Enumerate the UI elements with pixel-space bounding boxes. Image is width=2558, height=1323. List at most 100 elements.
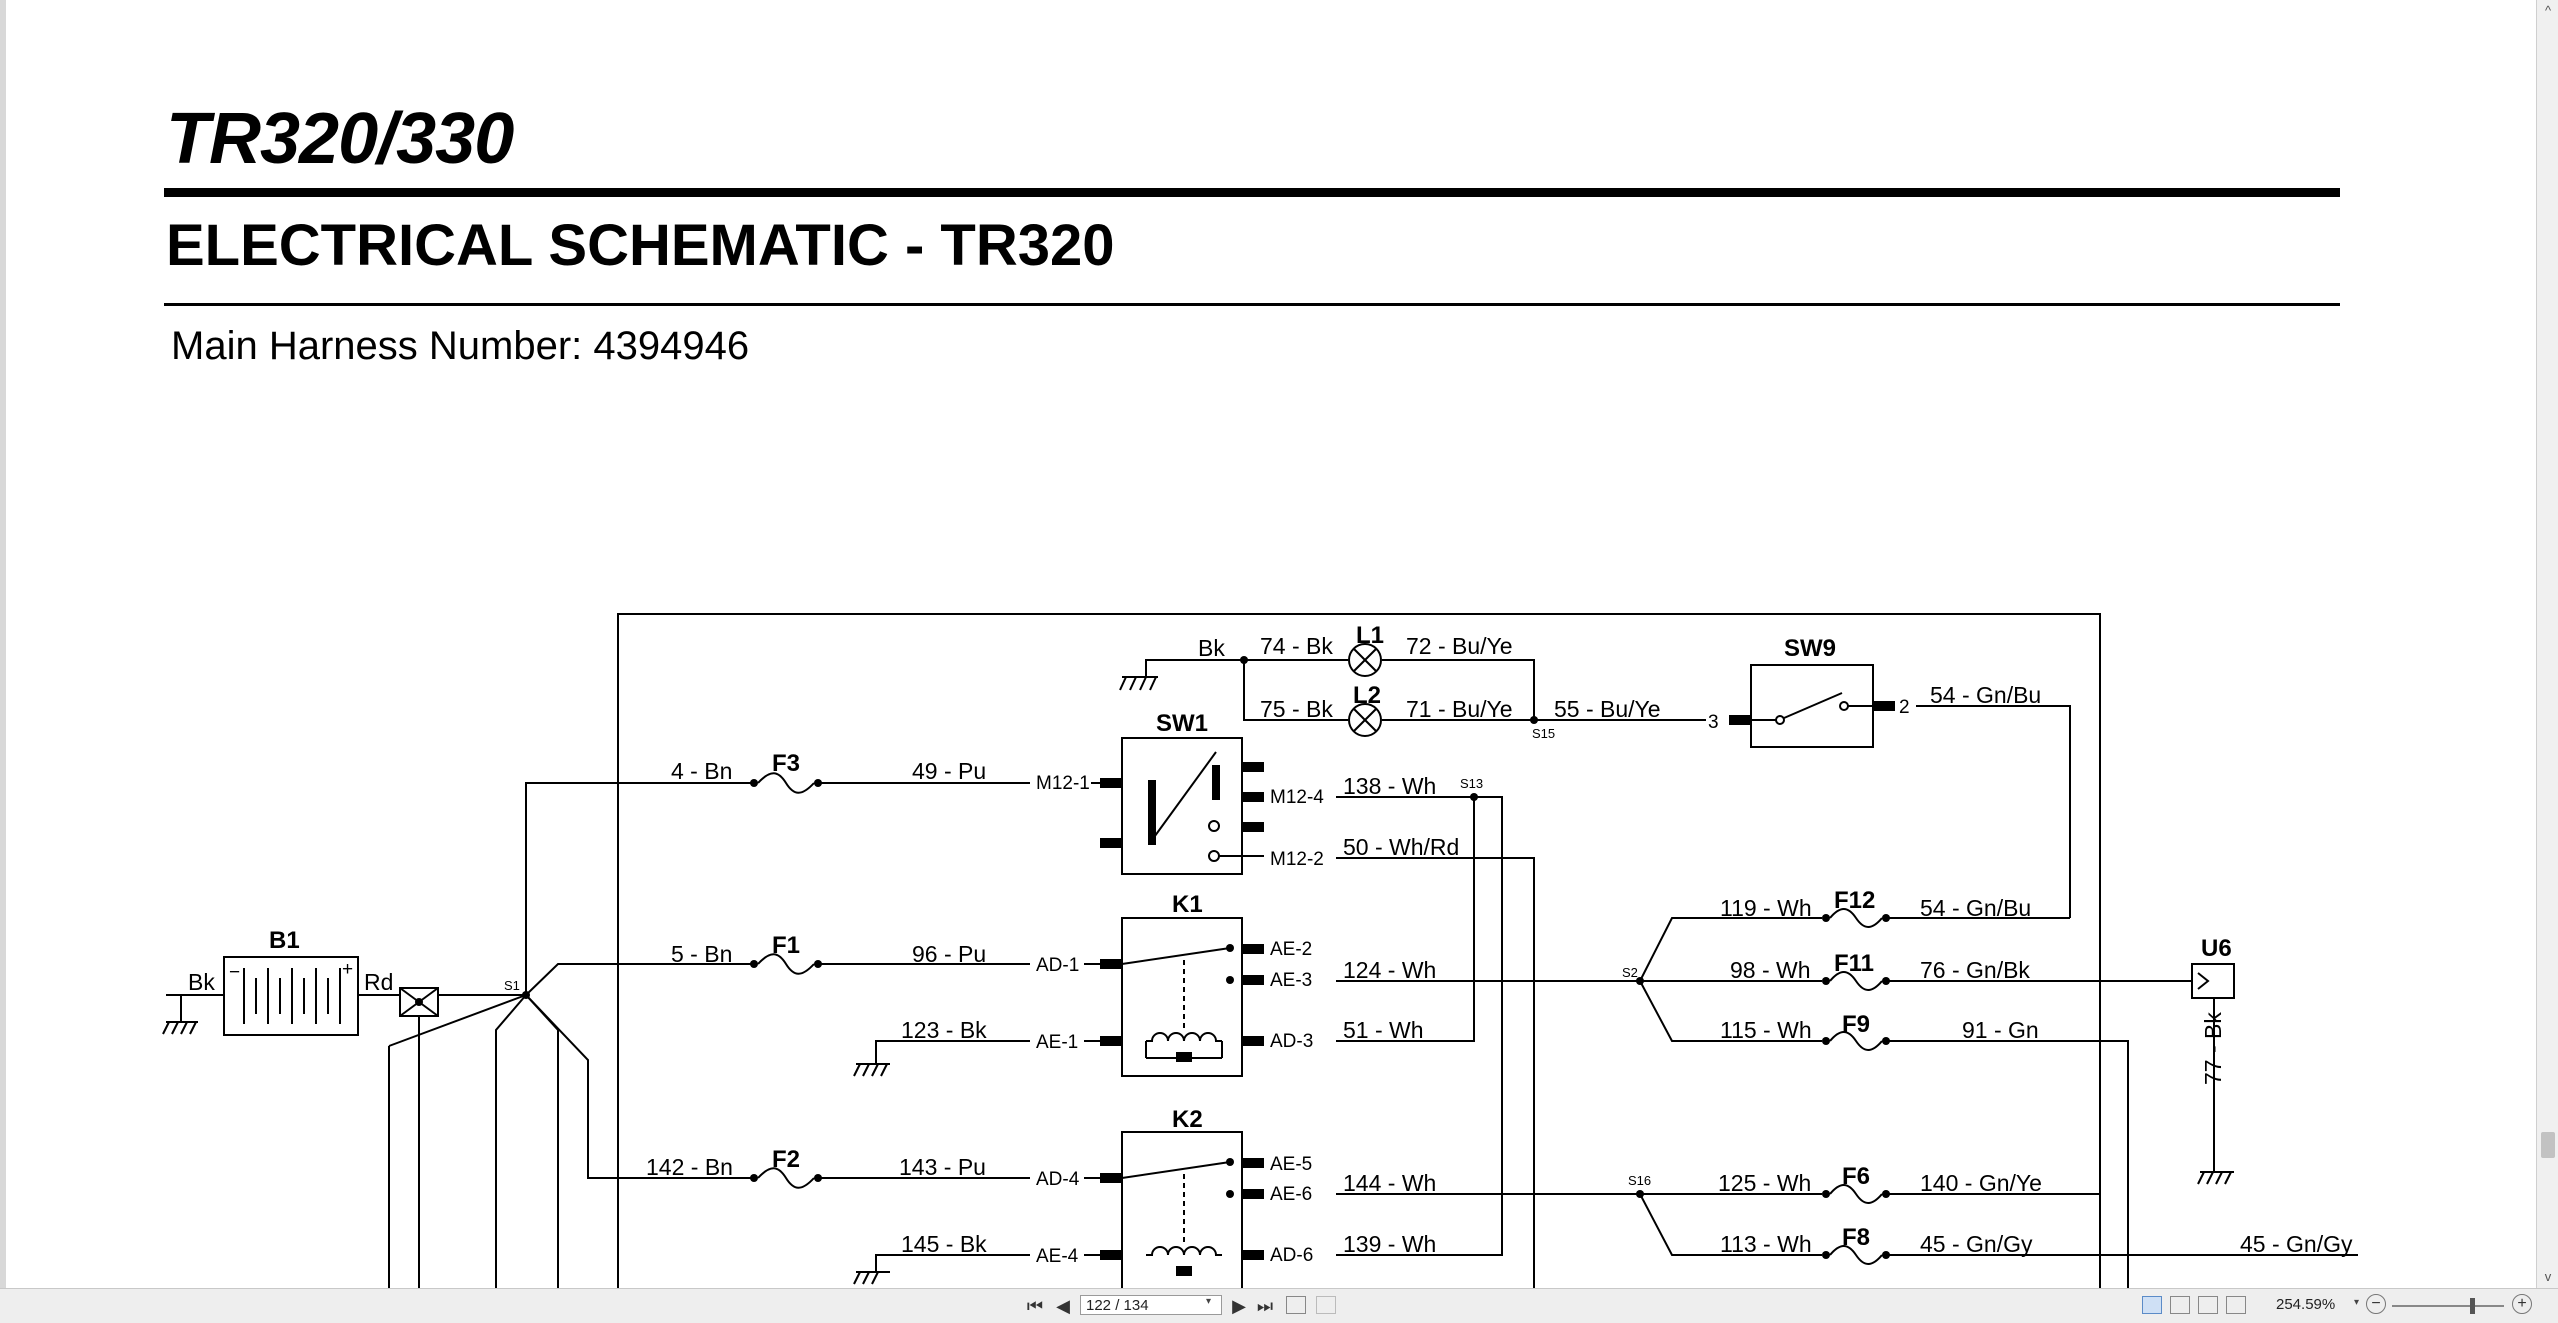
- page-number-input[interactable]: 122 / 134: [1080, 1295, 1222, 1315]
- f11-label: F11: [1834, 950, 1874, 977]
- wire-91-gn: 91 - Gn: [1962, 1017, 2039, 1043]
- wire-76-gnbk: 76 - Gn/Bk: [1920, 957, 2030, 983]
- document-title: TR320/330: [166, 99, 514, 179]
- l2-label: L2: [1353, 682, 1381, 709]
- zoom-dropdown-icon[interactable]: ▾: [2354, 1297, 2360, 1308]
- b1-label: B1: [269, 927, 300, 954]
- scroll-up-icon[interactable]: ^: [2544, 3, 2552, 18]
- k1-label: K1: [1172, 891, 1203, 918]
- next-page-icon[interactable]: ▶: [1232, 1296, 1246, 1316]
- continuous-view-icon[interactable]: [2170, 1296, 2190, 1314]
- module-u6: [2191, 963, 2235, 999]
- copy-icon[interactable]: [1286, 1296, 1306, 1314]
- pin-ae-6: AE-6: [1270, 1184, 1312, 1205]
- wire-rd-battery: Rd: [364, 969, 393, 995]
- pin-m12-1: M12-1: [1036, 773, 1090, 794]
- k2-label: K2: [1172, 1106, 1203, 1133]
- wire-bk-ground: Bk: [1198, 635, 1225, 661]
- pin-ae-5: AE-5: [1270, 1154, 1312, 1175]
- wire-50-whrd: 50 - Wh/Rd: [1343, 834, 1459, 860]
- battery-minus: −: [229, 962, 240, 983]
- f9-label: F9: [1842, 1011, 1870, 1038]
- wire-145-bk: 145 - Bk: [901, 1231, 987, 1257]
- wire-5-bn: 5 - Bn: [671, 941, 732, 967]
- wire-74-bk: 74 - Bk: [1260, 633, 1333, 659]
- wire-bk-battery: Bk: [188, 969, 215, 995]
- lamp-l2: [1348, 703, 1382, 737]
- u6-label: U6: [2201, 935, 2232, 962]
- fit-page-icon[interactable]: [2226, 1296, 2246, 1314]
- single-page-view-icon[interactable]: [2142, 1296, 2162, 1314]
- document-page: TR320/330 ELECTRICAL SCHEMATIC - TR320 M…: [0, 0, 2536, 1288]
- f3-label: F3: [772, 750, 800, 777]
- fuse-f12: [1829, 908, 1883, 928]
- wire-45-gngy-a: 45 - Gn/Gy: [1920, 1231, 2033, 1257]
- sw1-label: SW1: [1156, 710, 1208, 737]
- switch-sw1: [1121, 737, 1243, 875]
- wire-119-wh: 119 - Wh: [1720, 895, 1812, 921]
- wire-144-wh: 144 - Wh: [1343, 1170, 1436, 1196]
- page-dropdown-icon[interactable]: ▾: [1206, 1296, 1212, 1307]
- zoom-slider-track[interactable]: [2392, 1305, 2504, 1307]
- wire-98-wh: 98 - Wh: [1730, 957, 1811, 983]
- wire-4-bn: 4 - Bn: [671, 758, 732, 784]
- wire-49-pu: 49 - Pu: [912, 758, 986, 784]
- f2-label: F2: [772, 1146, 800, 1173]
- lamp-l1: [1348, 643, 1382, 677]
- pin-sw9-2: 2: [1899, 697, 1910, 718]
- splice-s1-label: S1: [504, 978, 520, 993]
- zoom-level[interactable]: 254.59%: [2276, 1296, 2336, 1313]
- two-page-view-icon[interactable]: [2198, 1296, 2218, 1314]
- paste-icon[interactable]: [1316, 1296, 1336, 1314]
- zoom-out-icon[interactable]: −: [2366, 1294, 2386, 1314]
- wire-72-buye: 72 - Bu/Ye: [1406, 633, 1513, 659]
- pin-ad-4: AD-4: [1036, 1169, 1080, 1190]
- viewer-toolbar: ⏮ ◀ 122 / 134 ▾ ▶ ⏭ 254.59% ▾ − +: [0, 1288, 2558, 1323]
- scroll-down-icon[interactable]: v: [2544, 1269, 2552, 1284]
- fuse-f2: [757, 1167, 815, 1189]
- f12-label: F12: [1834, 887, 1875, 914]
- f8-label: F8: [1842, 1224, 1870, 1251]
- pin-m12-2: M12-2: [1270, 849, 1324, 870]
- wire-77-bk: 77 - Bk: [2200, 1012, 2226, 1085]
- relay-k2: [1121, 1131, 1243, 1288]
- zoom-slider-thumb[interactable]: [2470, 1298, 2475, 1314]
- sw9-label: SW9: [1784, 635, 1836, 662]
- vertical-scrollbar[interactable]: ^ v: [2536, 0, 2558, 1288]
- fuse-f3: [757, 772, 815, 794]
- relay-k1: [1121, 917, 1243, 1077]
- wire-54-gnbu-b: 54 - Gn/Bu: [1920, 895, 2031, 921]
- wire-51-wh: 51 - Wh: [1343, 1017, 1424, 1043]
- wire-142-bn: 142 - Bn: [646, 1154, 733, 1180]
- wire-113-wh: 113 - Wh: [1720, 1231, 1812, 1257]
- wire-71-buye: 71 - Bu/Ye: [1406, 696, 1513, 722]
- pin-ad-1: AD-1: [1036, 955, 1079, 976]
- subtitle-rule: [164, 303, 2340, 306]
- splice-s16-label: S16: [1628, 1173, 1651, 1188]
- scrollbar-thumb[interactable]: [2541, 1132, 2555, 1158]
- pin-ae-3: AE-3: [1270, 970, 1312, 991]
- previous-page-icon[interactable]: ◀: [1056, 1296, 1070, 1316]
- title-rule: [164, 188, 2340, 197]
- battery-plus: +: [342, 959, 353, 980]
- fuse-f1: [757, 953, 815, 975]
- fuse-f6: [1829, 1184, 1883, 1204]
- f1-label: F1: [772, 932, 800, 959]
- wire-115-wh: 115 - Wh: [1720, 1017, 1812, 1043]
- splice-s2-label: S2: [1622, 965, 1638, 980]
- pin-m12-4: M12-4: [1270, 787, 1324, 808]
- wire-138-wh: 138 - Wh: [1343, 773, 1436, 799]
- wire-125-wh: 125 - Wh: [1718, 1170, 1811, 1196]
- fuse-f9: [1829, 1031, 1883, 1051]
- wire-54-gnbu-a: 54 - Gn/Bu: [1930, 682, 2041, 708]
- fuse-f11: [1829, 971, 1883, 991]
- l1-label: L1: [1356, 622, 1384, 649]
- wire-45-gngy-b: 45 - Gn/Gy: [2240, 1231, 2353, 1257]
- wire-124-wh: 124 - Wh: [1343, 957, 1436, 983]
- last-page-icon[interactable]: ⏭: [1256, 1296, 1274, 1316]
- splice-s13-label: S13: [1460, 776, 1483, 791]
- wire-55-buye: 55 - Bu/Ye: [1554, 696, 1661, 722]
- zoom-in-icon[interactable]: +: [2512, 1294, 2532, 1314]
- wire-139-wh: 139 - Wh: [1343, 1231, 1436, 1257]
- first-page-icon[interactable]: ⏮: [1026, 1296, 1044, 1316]
